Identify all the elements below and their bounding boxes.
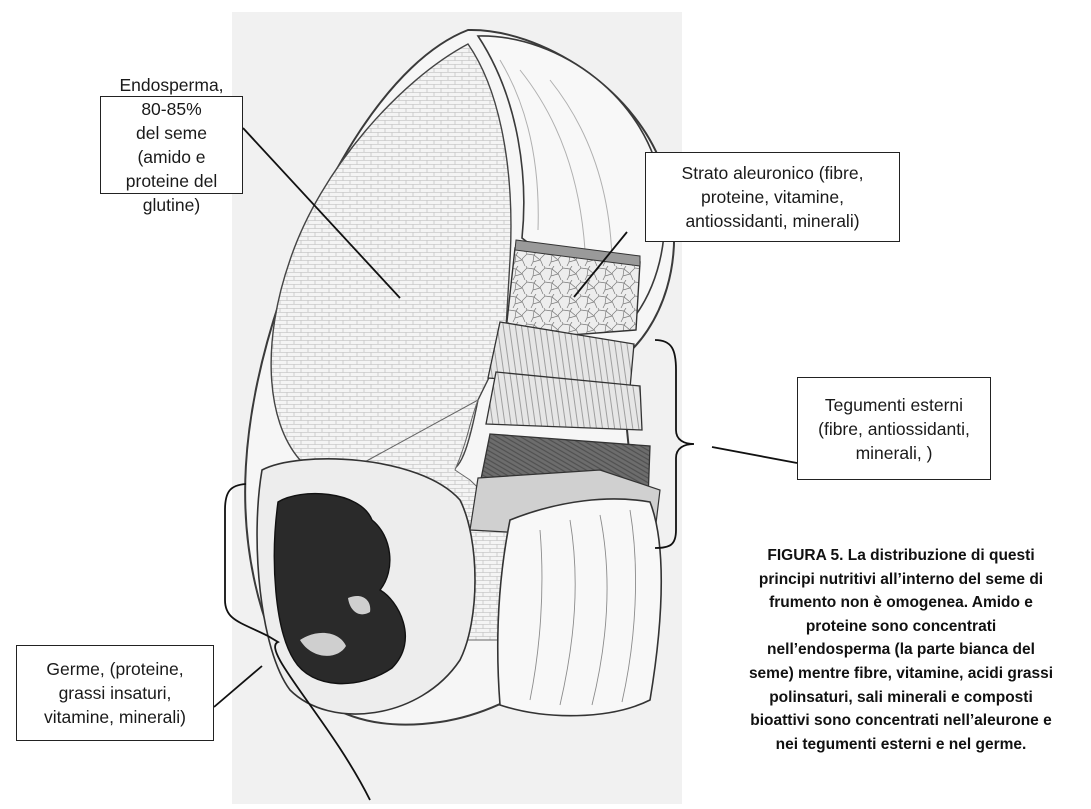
pericarp-lower-curl: [498, 499, 662, 716]
leader-line-tegumenti: [712, 447, 797, 463]
leader-line-germe: [214, 666, 262, 707]
bracket-tegumenti: [655, 340, 694, 548]
label-endosperm: Endosperma, 80-85% del seme (amido e pro…: [100, 96, 243, 194]
label-germe: Germe, (proteine, grassi insaturi, vitam…: [16, 645, 214, 741]
label-tegumenti: Tegumenti esterni (fibre, antiossidanti,…: [797, 377, 991, 480]
figure-caption: FIGURA 5. La distribuzione di questi pri…: [712, 544, 1090, 756]
label-aleurone: Strato aleuronico (fibre, proteine, vita…: [645, 152, 900, 242]
